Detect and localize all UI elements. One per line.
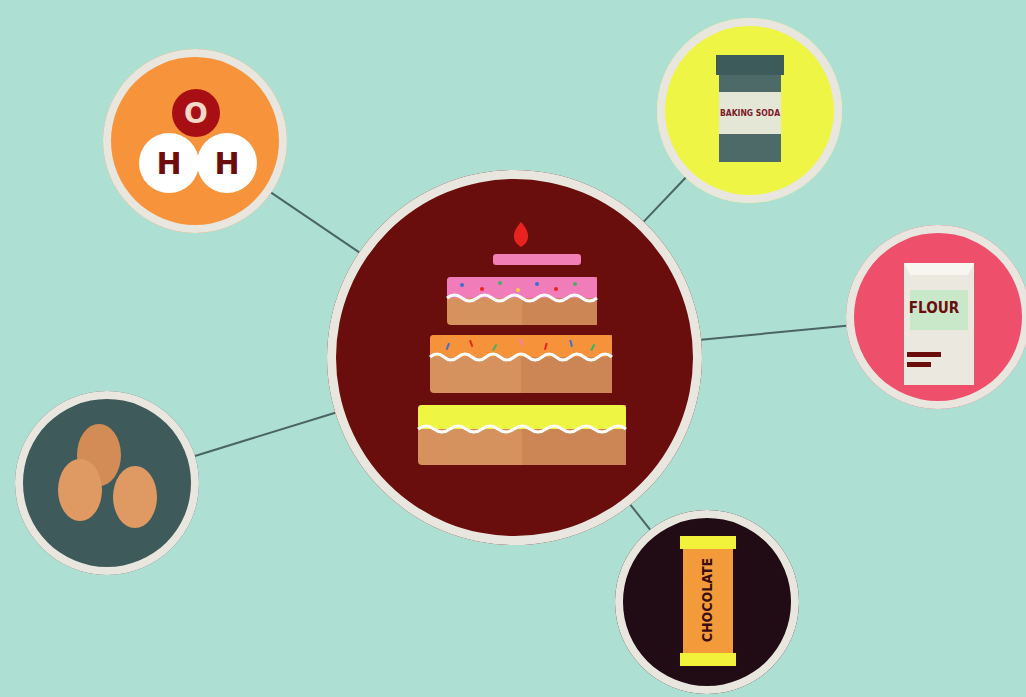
ingredient-label: CHOCOLATE bbox=[699, 558, 715, 642]
ingredient-label: BAKING SODA bbox=[720, 108, 780, 118]
oxygen-atom: O bbox=[172, 89, 220, 137]
ingredient-label: O bbox=[184, 97, 208, 130]
hydrogen-atom: H bbox=[139, 133, 199, 193]
connector-line bbox=[195, 413, 335, 456]
ingredient-label: H bbox=[214, 146, 239, 181]
ingredient-circle: CHOCOLATE bbox=[615, 510, 799, 694]
ingredient-label: H bbox=[156, 146, 181, 181]
connector-line bbox=[644, 178, 686, 222]
connector-line bbox=[271, 193, 359, 253]
connector-line bbox=[701, 326, 846, 340]
eggs-circle bbox=[15, 391, 199, 575]
ingredient-circle: BAKING SODA bbox=[657, 18, 842, 203]
connector-line bbox=[630, 505, 650, 530]
hydrogen-atom: H bbox=[197, 133, 257, 193]
ingredient-label: FLOUR bbox=[909, 298, 960, 317]
ingredient-circle: FLOUR bbox=[846, 225, 1026, 409]
water-circle: OHH bbox=[103, 49, 287, 233]
cake-circle bbox=[327, 170, 702, 545]
